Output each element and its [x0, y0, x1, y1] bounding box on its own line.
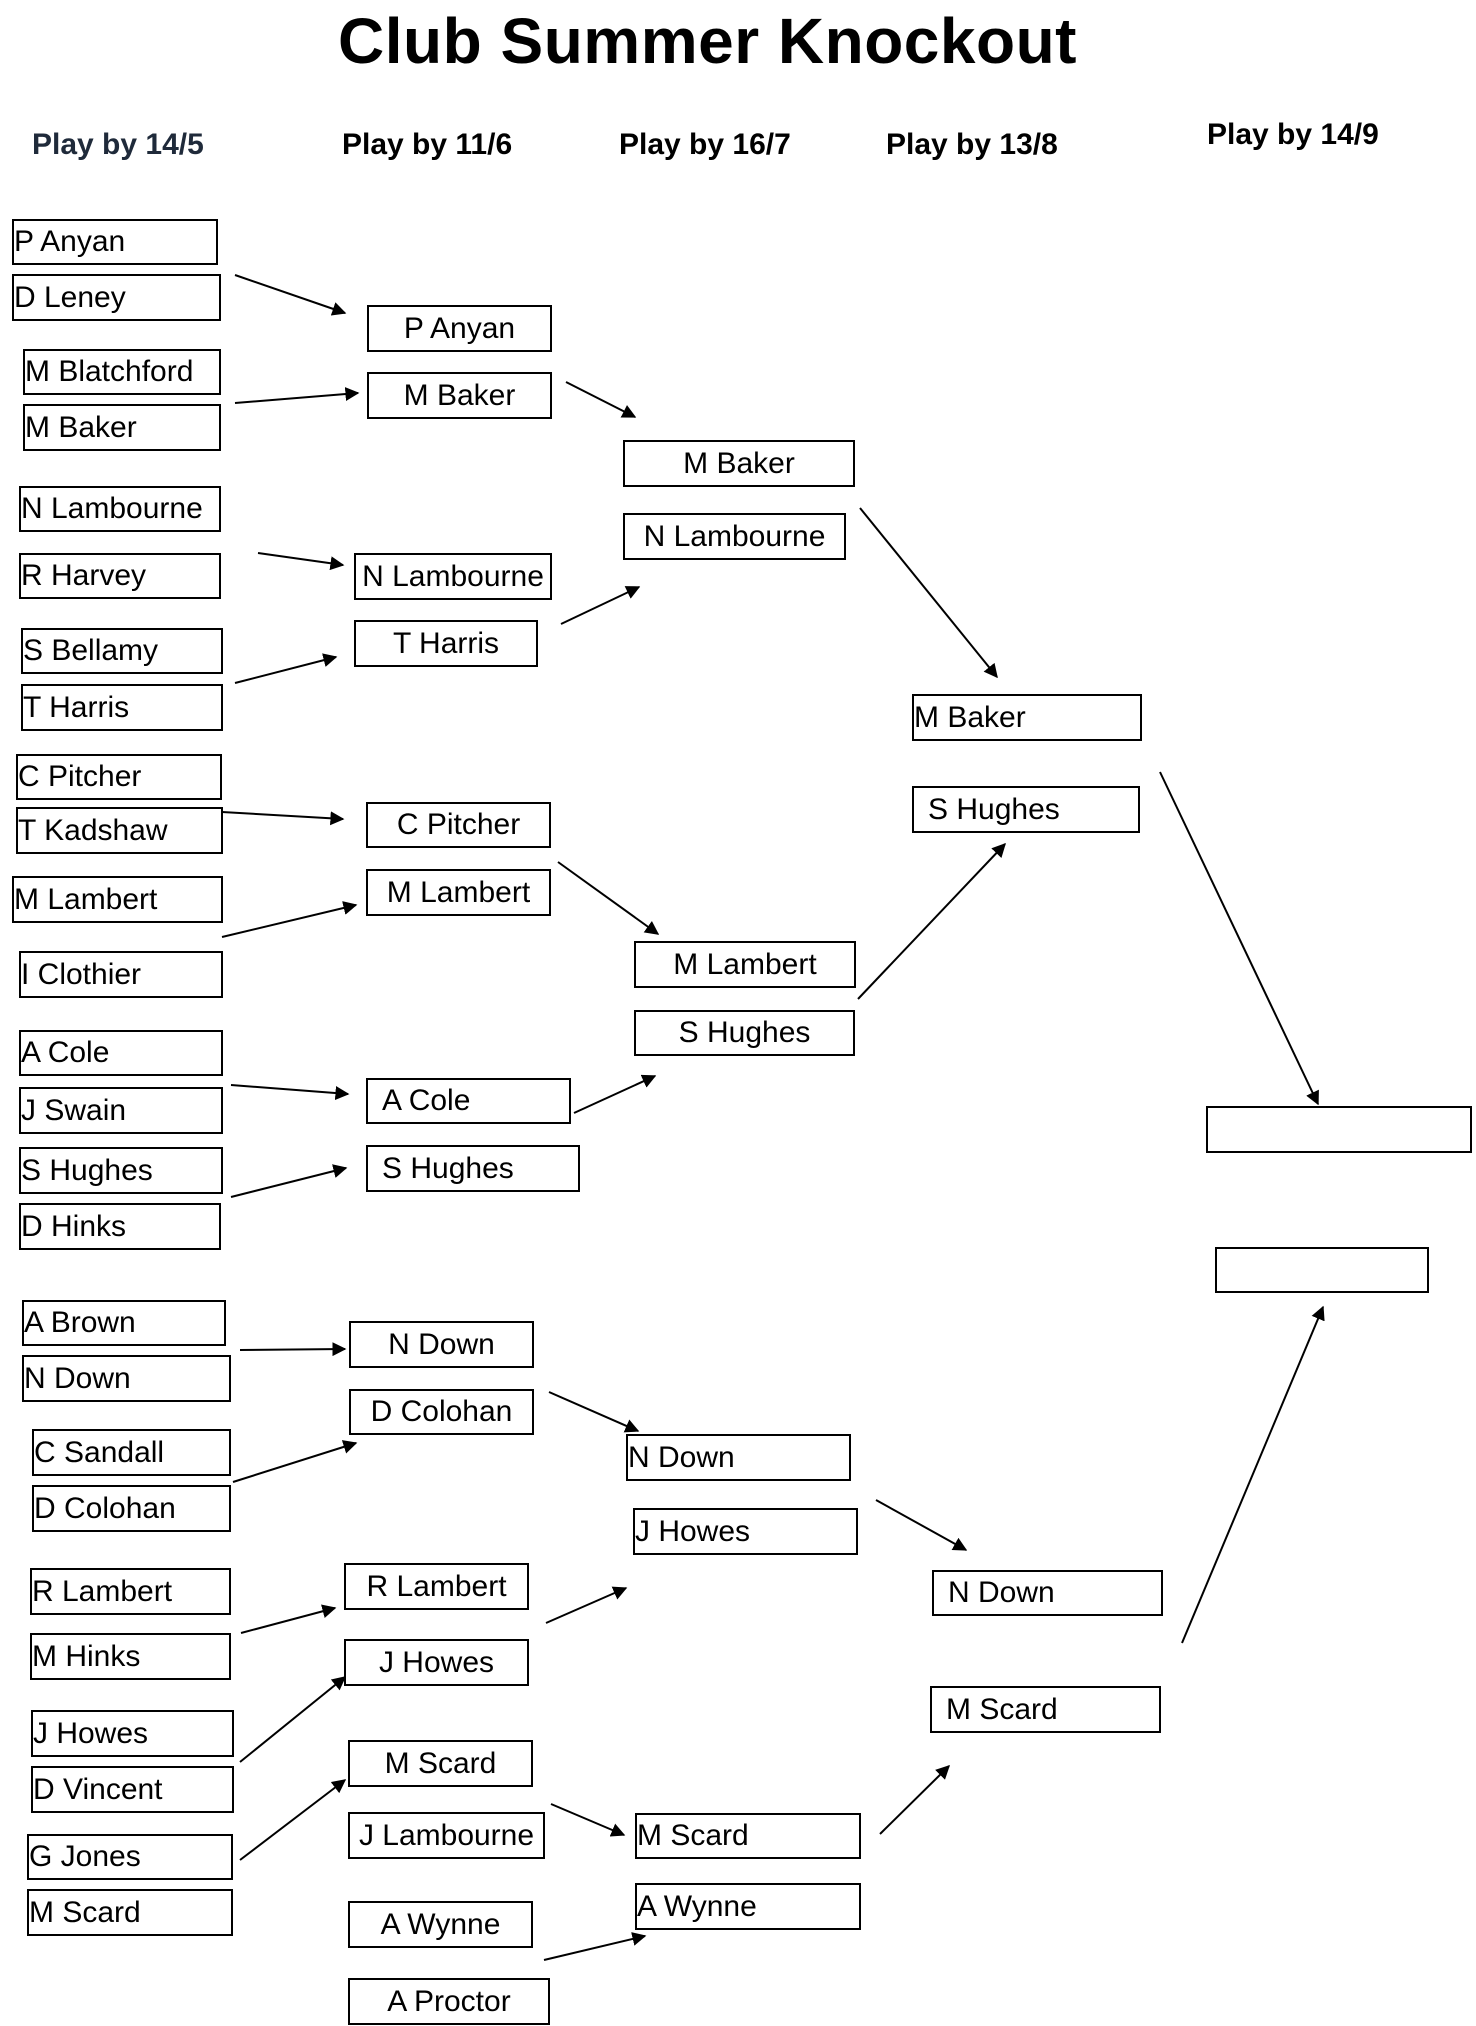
- final-slot-2: [1215, 1247, 1429, 1293]
- r2-slot: P Anyan: [367, 305, 552, 352]
- r1-slot: D Vincent: [31, 1766, 234, 1813]
- advance-arrow: [548, 1391, 640, 1433]
- advance-arrow: [565, 381, 637, 418]
- r1-slot: A Cole: [19, 1030, 223, 1076]
- round-2-header: Play by 11/6: [342, 128, 513, 161]
- advance-arrow: [234, 274, 347, 316]
- final-slot-1: [1206, 1106, 1472, 1153]
- round-5-header: Play by 14/9: [1207, 118, 1379, 151]
- r1-slot: C Pitcher: [16, 754, 222, 800]
- advance-arrow: [239, 1779, 347, 1861]
- r2-slot: T Harris: [354, 620, 538, 667]
- r1-slot: R Lambert: [30, 1568, 231, 1615]
- advance-arrow: [1159, 771, 1319, 1106]
- r3-slot: N Down: [626, 1434, 851, 1481]
- r2-slot: S Hughes: [366, 1145, 580, 1192]
- advance-arrow: [875, 1499, 968, 1551]
- r2-slot: C Pitcher: [366, 802, 551, 848]
- r2-slot: J Lambourne: [348, 1812, 545, 1859]
- r1-slot: P Anyan: [12, 219, 218, 265]
- round-3-header: Play by 16/7: [619, 128, 791, 161]
- advance-arrow: [230, 1084, 350, 1101]
- advance-arrow: [573, 1074, 657, 1114]
- r1-slot: M Baker: [23, 404, 221, 451]
- r2-slot: M Lambert: [366, 869, 551, 916]
- advance-arrow: [859, 507, 998, 679]
- r1-slot: D Hinks: [19, 1203, 221, 1250]
- advance-arrow: [234, 653, 338, 684]
- r1-slot: M Scard: [27, 1889, 233, 1936]
- advance-arrow: [234, 387, 360, 404]
- r3-slot: M Scard: [635, 1813, 861, 1859]
- r1-slot: D Leney: [12, 274, 221, 321]
- r2-slot: D Colohan: [349, 1389, 534, 1435]
- r3-slot: A Wynne: [635, 1883, 861, 1930]
- r1-slot: M Blatchford: [23, 349, 221, 395]
- r2-slot: M Scard: [348, 1740, 533, 1787]
- advance-arrow: [857, 842, 1006, 1000]
- r2-slot: A Wynne: [348, 1901, 533, 1948]
- advance-arrow: [221, 811, 345, 826]
- r4-slot: S Hughes: [912, 786, 1140, 833]
- r4-slot: M Scard: [930, 1686, 1161, 1733]
- r2-slot: N Lambourne: [354, 553, 552, 600]
- r2-slot: A Proctor: [348, 1978, 550, 2025]
- r1-slot: T Kadshaw: [16, 807, 223, 854]
- round-4-header: Play by 13/8: [886, 128, 1058, 161]
- r1-slot: S Bellamy: [21, 628, 223, 674]
- r1-slot: D Colohan: [32, 1485, 231, 1532]
- advance-arrow: [239, 1676, 347, 1763]
- advance-arrow: [545, 1586, 628, 1624]
- r2-slot: R Lambert: [344, 1563, 529, 1610]
- advance-arrow: [232, 1440, 358, 1483]
- r2-slot: N Down: [349, 1321, 534, 1368]
- r1-slot: N Down: [22, 1355, 231, 1402]
- advance-arrow: [560, 586, 641, 625]
- advance-arrow: [230, 1164, 348, 1198]
- r3-slot: S Hughes: [634, 1010, 855, 1056]
- r1-slot: N Lambourne: [19, 486, 221, 532]
- advance-arrow: [221, 901, 358, 938]
- r2-slot: J Howes: [344, 1639, 529, 1686]
- advance-arrow: [557, 861, 660, 935]
- r1-slot: A Brown: [22, 1300, 226, 1346]
- r4-slot: N Down: [932, 1570, 1163, 1616]
- r1-slot: M Lambert: [12, 876, 223, 923]
- advance-arrow: [550, 1803, 626, 1837]
- r1-slot: J Howes: [31, 1710, 234, 1757]
- page-title: Club Summer Knockout: [338, 5, 1077, 77]
- r2-slot: A Cole: [366, 1078, 571, 1124]
- r1-slot: T Harris: [21, 684, 223, 731]
- r1-slot: R Harvey: [19, 553, 221, 599]
- r2-slot: M Baker: [367, 372, 552, 419]
- advance-arrow: [1181, 1305, 1325, 1644]
- advance-arrow: [543, 1932, 647, 1961]
- r4-slot: M Baker: [912, 694, 1142, 741]
- r1-slot: I Clothier: [19, 951, 223, 998]
- advance-arrow: [240, 1604, 337, 1634]
- r3-slot: N Lambourne: [623, 513, 846, 560]
- r3-slot: J Howes: [633, 1508, 858, 1555]
- r3-slot: M Lambert: [634, 941, 856, 988]
- advance-arrow: [257, 552, 345, 571]
- advance-arrow: [879, 1765, 950, 1835]
- r1-slot: C Sandall: [32, 1429, 231, 1476]
- advance-arrow: [239, 1342, 347, 1357]
- r1-slot: G Jones: [27, 1834, 233, 1880]
- r1-slot: S Hughes: [19, 1147, 223, 1194]
- round-1-header: Play by 14/5: [32, 128, 204, 161]
- r1-slot: J Swain: [19, 1087, 223, 1134]
- r3-slot: M Baker: [623, 440, 855, 487]
- r1-slot: M Hinks: [30, 1633, 231, 1680]
